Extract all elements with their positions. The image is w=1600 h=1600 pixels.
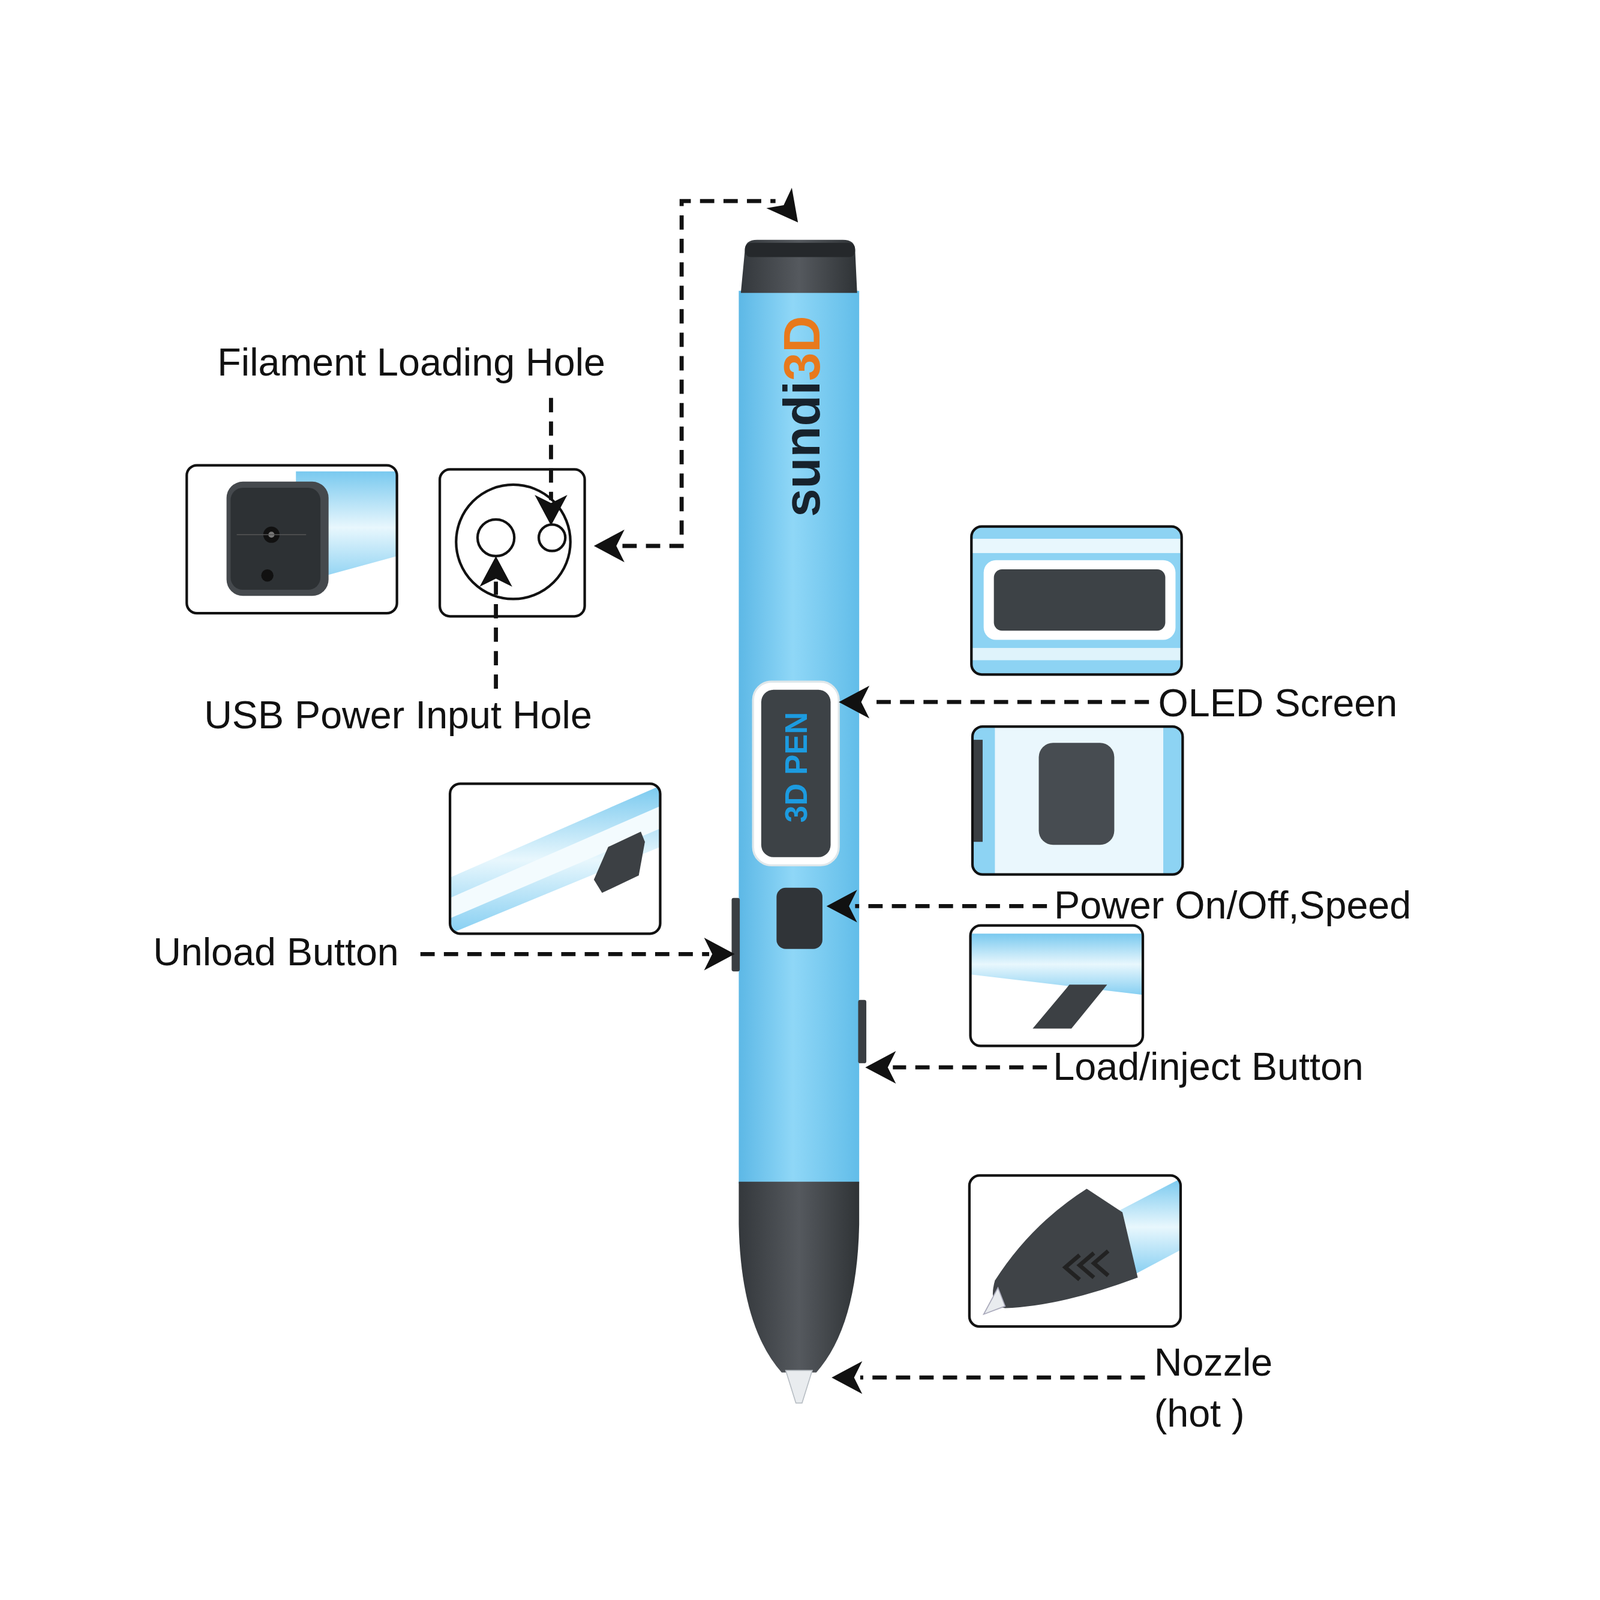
load-inset	[970, 925, 1143, 1047]
part-label: Nozzle (hot )	[1154, 1336, 1298, 1439]
brand-logo: sundi3D	[776, 315, 828, 518]
part-label: Filament Loading Hole	[217, 340, 606, 386]
part-label: USB Power Input Hole	[203, 694, 593, 739]
part-label: Load/inject Button	[1052, 1045, 1364, 1090]
nozzle-inset	[969, 1175, 1181, 1327]
brand-name: sundi	[773, 380, 831, 518]
part-label: Power On/Off,Speed	[1054, 883, 1412, 929]
pen	[731, 239, 867, 1404]
part-label: Unload Button	[152, 930, 399, 975]
screen-text: 3D PEN	[781, 712, 813, 823]
end-face-inset	[439, 469, 585, 617]
brand-mark: 3D	[773, 315, 831, 381]
pen-end-inset	[186, 465, 397, 614]
part-label: OLED Screen	[1158, 681, 1398, 726]
oled-inset	[971, 526, 1182, 675]
power-inset	[972, 726, 1183, 875]
unload-inset	[449, 783, 660, 934]
